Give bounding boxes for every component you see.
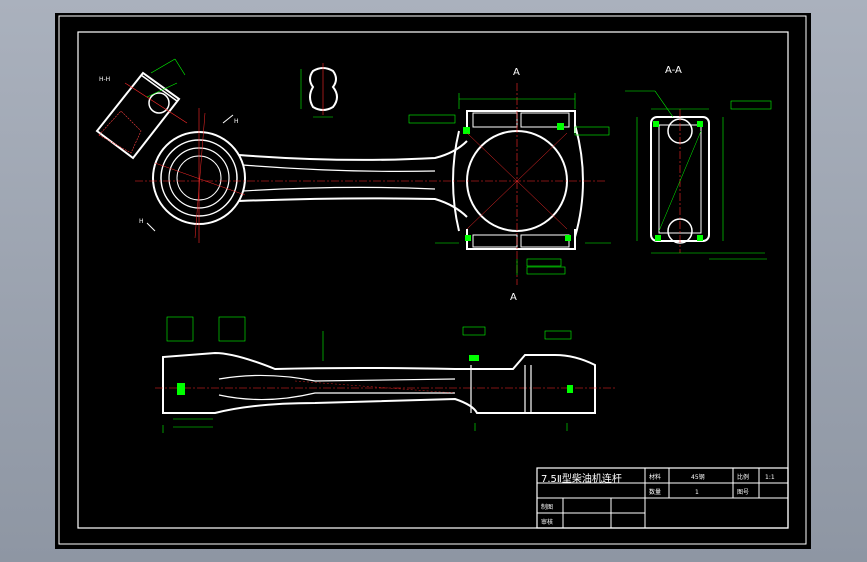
title-scale-label: 比例 [737, 473, 749, 481]
section-mark-a-bottom: A [510, 292, 517, 303]
title-material-value: 45钢 [691, 473, 705, 481]
title-quantity-label: 数量 [649, 488, 661, 496]
section-a-a-view [625, 90, 772, 260]
title-checker-label: 审核 [541, 518, 553, 526]
outer-frame [58, 15, 807, 545]
title-drafter-label: 制图 [541, 503, 553, 511]
section-label-h-h: H-H [99, 76, 110, 83]
title-scale-value: 1:1 [765, 474, 775, 481]
title-quantity-value: 1 [695, 489, 699, 496]
section-mark-a-top: A [513, 67, 520, 78]
cad-drawing-canvas[interactable]: H-H [55, 13, 811, 549]
section-h-h-view [95, 58, 188, 160]
title-block [536, 467, 789, 529]
section-mark-h-bottom: H [139, 218, 144, 225]
inner-frame [77, 31, 789, 529]
connecting-rod-top-view [135, 83, 611, 285]
cad-viewport[interactable]: H-H [55, 13, 811, 549]
i-beam-cross-section [300, 63, 338, 118]
title-drawing-no-label: 图号 [737, 489, 749, 496]
section-label-a-a: A-A [665, 65, 682, 76]
title-material-label: 材料 [649, 473, 661, 481]
section-mark-h-top: H [234, 118, 239, 125]
title-part-name: 7.5Ⅱ型柴油机连杆 [541, 472, 622, 485]
connecting-rod-side-view [155, 316, 615, 433]
